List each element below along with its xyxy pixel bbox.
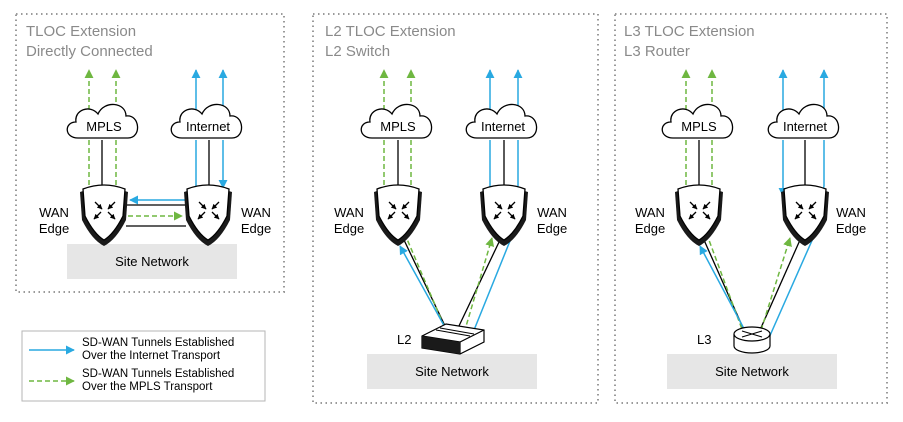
l2-switch-icon: [421, 323, 485, 355]
edge-label-right-2: Edge: [537, 221, 567, 236]
site-network-box: [667, 354, 837, 389]
edge-label-right-2: Edge: [836, 221, 866, 236]
wan-edge-router-icon: [374, 185, 422, 246]
edge-label-right-2: Edge: [241, 221, 271, 236]
panel-title-line2: L2 Switch: [325, 43, 390, 60]
legend: SD-WAN Tunnels Established Over the Inte…: [21, 330, 266, 402]
site-network-label: Site Network: [415, 364, 489, 379]
panel-border: [312, 13, 599, 404]
l3-router-icon: [733, 326, 771, 354]
cloud-label-mpls: MPLS: [380, 119, 416, 134]
wan-edge-router-icon: [184, 185, 232, 246]
panel-border: [15, 13, 285, 293]
device-label-l2: L2: [397, 332, 411, 347]
cloud-label-internet: Internet: [783, 119, 827, 134]
cloud-label-mpls: MPLS: [681, 119, 717, 134]
site-network-label: Site Network: [715, 364, 789, 379]
legend-mpls-line2: Over the MPLS Transport: [82, 381, 213, 393]
internet-tunnel-arrow: [129, 140, 197, 205]
uplink: [759, 239, 801, 331]
wan-edge-router-icon: [480, 185, 528, 246]
edge-label-left-1: WAN: [334, 205, 364, 220]
edge-label-left-1: WAN: [39, 205, 69, 220]
device-label-l3: L3: [697, 332, 711, 347]
panel-title-line1: TLOC Extension: [26, 23, 136, 40]
site-network-box: [367, 354, 537, 389]
legend-internet-line2: Over the Internet Transport: [82, 350, 221, 362]
panel-l2-switch: L2 TLOC Extension L2 Switch Site Network…: [312, 13, 599, 404]
panel-title-line2: Directly Connected: [26, 43, 153, 60]
edge-label-right-1: WAN: [241, 205, 271, 220]
wan-edge-router-icon: [80, 185, 128, 246]
legend-mpls-line1: SD-WAN Tunnels Established: [82, 368, 234, 380]
cloud-label-internet: Internet: [481, 119, 525, 134]
wan-edge-router-icon: [781, 185, 829, 246]
panel-title-line1: L2 TLOC Extension: [325, 23, 456, 40]
cloud-label-mpls: MPLS: [86, 119, 122, 134]
legend-internet-line1: SD-WAN Tunnels Established: [82, 337, 234, 349]
edge-label-left-1: WAN: [635, 205, 665, 220]
cloud-label-internet: Internet: [186, 119, 230, 134]
site-network-label: Site Network: [115, 254, 189, 269]
edge-label-left-2: Edge: [334, 221, 364, 236]
edge-label-left-2: Edge: [39, 221, 69, 236]
legend-box: [21, 330, 266, 402]
edge-label-right-1: WAN: [537, 205, 567, 220]
panel-border: [614, 13, 888, 404]
panel-title-line1: L3 TLOC Extension: [624, 23, 755, 40]
uplink: [403, 239, 447, 329]
panel-l3-router: L3 TLOC Extension L3 Router Site Network…: [614, 13, 888, 404]
site-network-box: [67, 244, 237, 279]
edge-label-left-2: Edge: [635, 221, 665, 236]
panel-directly-connected: TLOC Extension Directly Connected Site N…: [15, 13, 285, 293]
wan-edge-router-icon: [675, 185, 723, 246]
panel-title-line2: L3 Router: [624, 43, 690, 60]
edge-label-right-1: WAN: [836, 205, 866, 220]
